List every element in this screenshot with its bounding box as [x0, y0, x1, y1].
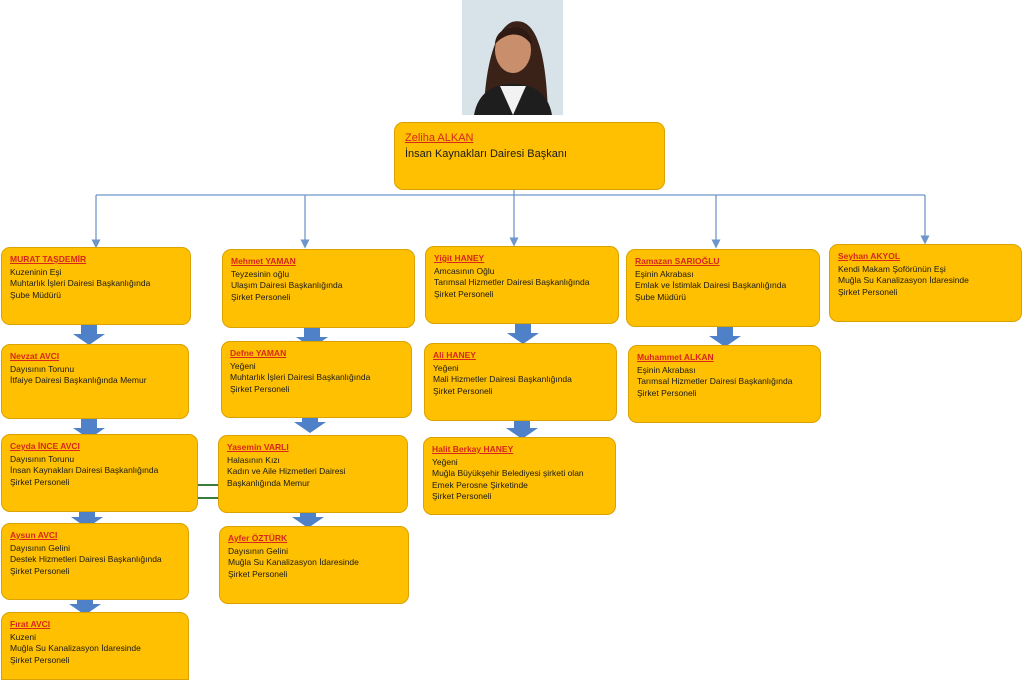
person-card: Nevzat AVCI Dayısının Torunu İtfaiye Dai… [1, 344, 189, 419]
person-detail: Muğla Su Kanalizasyon İdaresinde [228, 557, 359, 567]
person-detail: Yeğeni [433, 362, 459, 373]
person-detail: İnsan Kaynakları Dairesi Başkanı [405, 148, 568, 160]
person-card: MURAT TAŞDEMİR Kuzeninin Eşi Muhtarlık İ… [1, 247, 191, 325]
person-name: Fırat AVCI [10, 619, 51, 629]
person-name: Ali HANEY [433, 350, 476, 360]
person-detail: Şirket Personeli [838, 286, 898, 297]
person-detail: Kuzeninin Eşi [10, 266, 62, 277]
root-person-card: Zeliha ALKAN İnsan Kaynakları Dairesi Ba… [394, 122, 665, 190]
person-detail: Şirket Personeli [10, 565, 70, 576]
person-name: MURAT TAŞDEMİR [10, 254, 87, 264]
person-detail: Kendi Makam Şoförünün Eşi [838, 263, 946, 274]
person-card: Defne YAMAN Yeğeni Muhtarlık İşleri Dair… [221, 341, 412, 418]
person-detail: Muğla Su Kanalizasyon İdaresinde [10, 643, 141, 653]
person-detail: Emek Perosne Şirketinde [432, 479, 528, 490]
person-card: Mehmet YAMAN Teyzesinin oğlu Ulaşım Dair… [222, 249, 415, 328]
person-detail: Şirket Personeli [434, 288, 494, 299]
person-name: Mehmet YAMAN [231, 256, 296, 266]
person-card: Muhammet ALKAN Eşinin Akrabası Tarımsal … [628, 345, 821, 423]
person-detail: Başkanlığında Memur [227, 477, 310, 488]
person-detail: Tarımsal Hizmetler Dairesi Başkanlığında [637, 376, 793, 386]
person-name: Ramazan SARIOĞLU [635, 256, 720, 266]
person-detail: Emlak ve İstimlak Dairesi Başkanlığında [635, 280, 787, 290]
person-detail: Amcasının Oğlu [434, 265, 495, 276]
person-card: Ali HANEY Yeğeni Mali Hizmetler Dairesi … [424, 343, 617, 421]
person-detail: Şube Müdürü [635, 291, 687, 302]
person-detail: Yeğeni [230, 360, 256, 371]
person-card: Ceyda İNCE AVCI Dayısının Torunu İnsan K… [1, 434, 198, 512]
person-name: Aysun AVCI [10, 530, 58, 540]
person-detail: Şirket Personeli [231, 291, 291, 302]
person-detail: Şirket Personeli [230, 383, 290, 394]
person-name: Ceyda İNCE AVCI [10, 441, 80, 451]
person-detail: Halasının Kızı [227, 454, 280, 465]
portrait-icon [462, 0, 563, 115]
person-detail: Eşinin Akrabası [637, 364, 696, 375]
person-detail: Tarımsal Hizmetler Dairesi Başkanlığında [434, 277, 590, 287]
person-card: Ramazan SARIOĞLU Eşinin Akrabası Emlak v… [626, 249, 820, 327]
person-detail: Yeğeni [432, 456, 458, 467]
person-detail: Şirket Personeli [10, 476, 70, 487]
person-detail: Kadın ve Aile Hizmetleri Dairesi [227, 466, 346, 476]
person-detail: Şirket Personeli [432, 491, 492, 501]
person-detail: Muhtarlık İşleri Dairesi Başkanlığında [230, 372, 371, 382]
person-detail: Şirket Personeli [433, 385, 493, 396]
person-name: Nevzat AVCI [10, 351, 60, 361]
person-detail: Şirket Personeli [10, 654, 70, 665]
person-detail: Destek Hizmetleri Dairesi Başkanlığında [10, 554, 162, 564]
person-detail: Dayısının Gelini [228, 545, 288, 556]
person-detail: Dayısının Torunu [10, 363, 75, 374]
person-detail: Şirket Personeli [637, 387, 697, 398]
person-detail: Muhtarlık İşleri Dairesi Başkanlığında [10, 278, 151, 288]
person-detail: Eşinin Akrabası [635, 268, 694, 279]
person-name: Yasemin VARLI [227, 442, 289, 452]
person-detail: Ulaşım Dairesi Başkanlığında [231, 280, 343, 290]
person-detail: Dayısının Torunu [10, 453, 75, 464]
down-arrow [506, 418, 538, 439]
person-card: Seyhan AKYOL Kendi Makam Şoförünün Eşi M… [829, 244, 1022, 322]
person-name: Ayfer ÖZTÜRK [228, 533, 288, 543]
person-name: Halit Berkay HANEY [432, 444, 514, 454]
person-name: Zeliha ALKAN [405, 132, 474, 144]
down-arrow [73, 324, 105, 345]
person-card: Halit Berkay HANEY Yeğeni Muğla Büyükşeh… [423, 437, 616, 515]
person-detail: Muğla Su Kanalizasyon İdaresinde [838, 275, 969, 285]
person-card: Fırat AVCI Kuzeni Muğla Su Kanalizasyon … [1, 612, 189, 680]
person-card: Ayfer ÖZTÜRK Dayısının Gelini Muğla Su K… [219, 526, 409, 604]
person-name: Defne YAMAN [230, 348, 287, 358]
person-card: Yiğit HANEY Amcasının Oğlu Tarımsal Hizm… [425, 246, 619, 324]
person-name: Yiğit HANEY [434, 253, 485, 263]
person-detail: Mali Hizmetler Dairesi Başkanlığında [433, 374, 572, 384]
person-detail: Kuzeni [10, 631, 36, 642]
person-detail: Dayısının Gelini [10, 542, 70, 553]
person-card: Yasemin VARLI Halasının Kızı Kadın ve Ai… [218, 435, 408, 513]
down-arrow [709, 326, 741, 347]
person-detail: Muğla Büyükşehir Belediyesi şirketi olan [432, 468, 584, 478]
person-detail: İnsan Kaynakları Dairesi Başkanlığında [10, 465, 159, 475]
person-name: Muhammet ALKAN [637, 352, 714, 362]
person-detail: Teyzesinin oğlu [231, 268, 290, 279]
down-arrow [507, 323, 539, 344]
person-detail: Şirket Personeli [228, 568, 288, 579]
person-name: Seyhan AKYOL [838, 251, 901, 261]
person-card: Aysun AVCI Dayısının Gelini Destek Hizme… [1, 523, 189, 600]
person-detail: Şube Müdürü [10, 289, 62, 300]
person-detail: İtfaiye Dairesi Başkanlığında Memur [10, 375, 147, 385]
portrait-photo [462, 0, 563, 115]
